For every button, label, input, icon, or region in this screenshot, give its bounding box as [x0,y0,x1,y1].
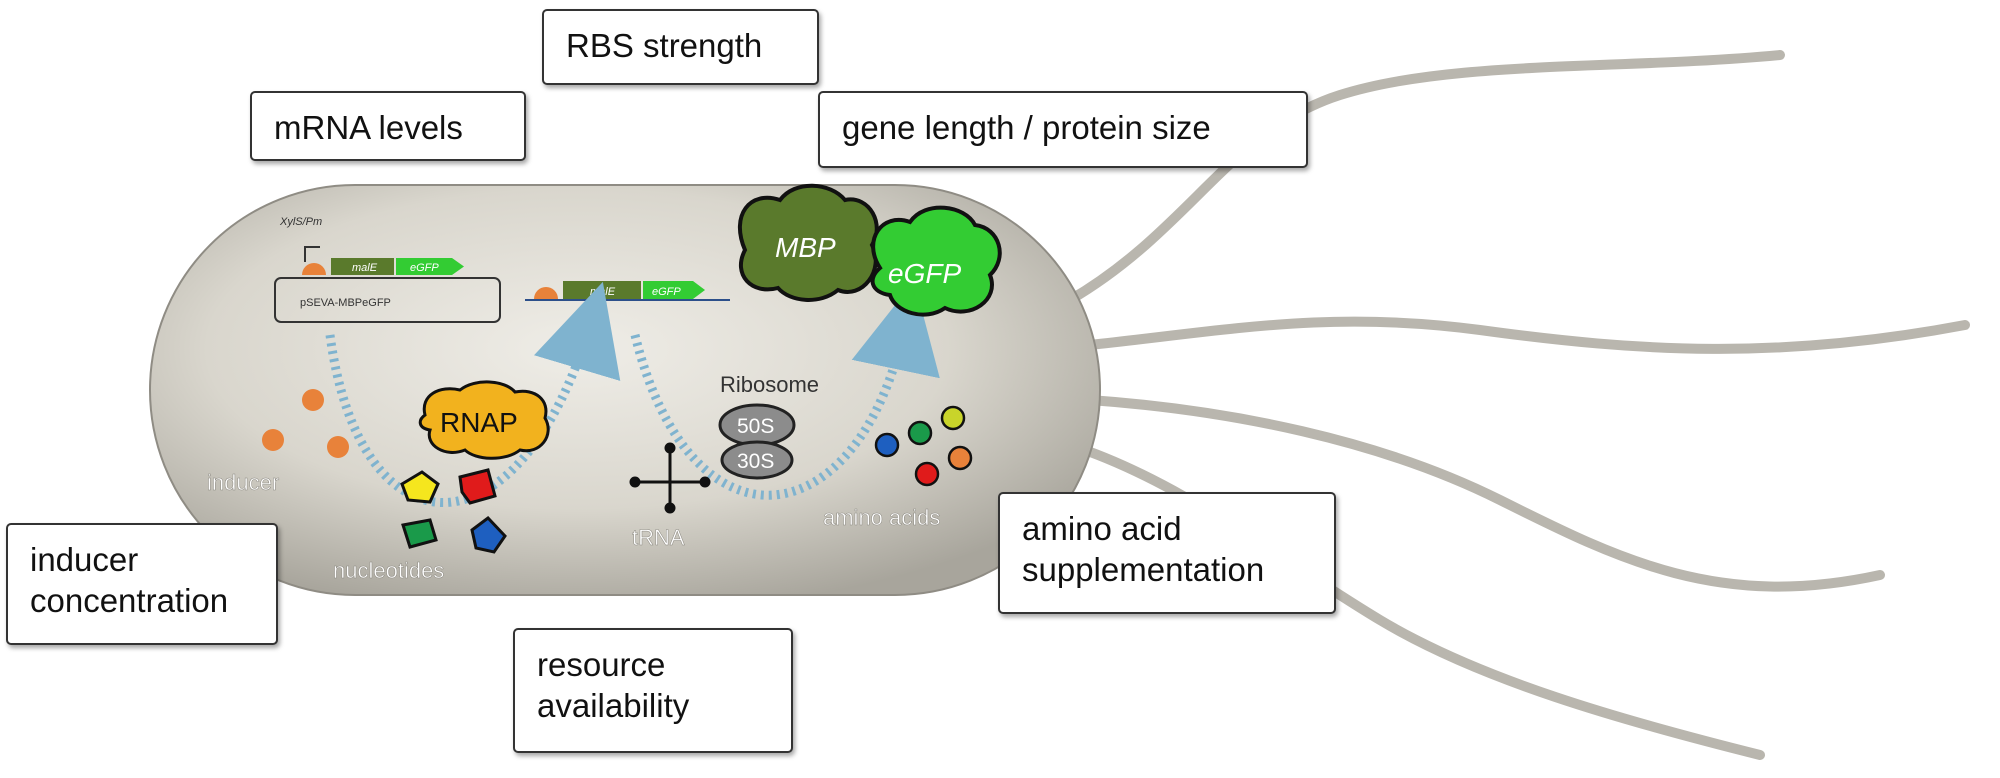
inducer-dot-2 [262,429,284,451]
callout-gene-length: gene length / protein size [818,91,1308,168]
ribosome-30s-label: 30S [737,450,774,473]
plasmid-gene-male [331,258,394,275]
callout-inducer-concentration: inducer concentration [6,523,278,645]
callout-mrna-levels-text: mRNA levels [274,109,463,146]
amino-acid-orange [947,445,973,471]
callout-amino-acid-supplementation: amino acid supplementation [998,492,1336,614]
callout-amino-line-2: supplementation [1022,551,1265,588]
rnap-label: RNAP [440,407,518,438]
amino-acid-red [914,461,940,487]
callout-inducer-line-2: concentration [30,582,229,619]
nucleotides-label: nucleotides [333,558,444,583]
callout-amino-line-1: amino acid [1022,510,1182,547]
plasmid-gene-egfp-label: eGFP [410,262,439,274]
trna-icon [629,442,711,514]
amino-acids-group [874,405,973,487]
promoter-shape [302,263,326,275]
callout-gene-length-text: gene length / protein size [842,109,1211,146]
plasmid-backbone [274,277,501,323]
callout-resource-availability: resource availability [513,628,793,753]
nucleotide-yellow [400,470,440,504]
inducer-label: inducer [207,470,279,495]
amino-acid-green [907,420,933,446]
nucleotide-green [401,518,438,549]
egfp-protein [870,205,1002,317]
mrna-gene-egfp [643,281,705,299]
mbp-label: MBP [775,232,836,263]
callout-inducer-line-1: inducer [30,541,139,578]
callout-resource-line-2: availability [537,687,690,724]
ribosome-30s [720,440,794,480]
trna-label: tRNA [632,525,685,550]
amino-acid-blue [874,432,900,458]
amino-acid-yellowgreen [940,405,966,431]
amino-acids-label: amino acids [823,505,940,530]
flagellum-1 [1065,50,1785,305]
inducer-group [262,389,349,458]
callout-resource-line-1: resource [537,646,666,683]
rnap-shape [418,380,550,460]
nucleotide-blue [470,515,507,554]
flagellum-3 [1085,395,1885,592]
promoter-label: XylS/Pm [279,216,322,228]
ribosome-50s-label: 50S [737,415,774,438]
flagellum-2 [1085,316,1970,354]
plasmid-gene-egfp [396,258,464,275]
mrna-gene-egfp-label: eGFP [652,286,681,298]
egfp-label: eGFP [888,258,961,289]
inducer-dot-1 [302,389,324,411]
callout-rbs-strength-text: RBS strength [566,27,763,64]
plasmid-name: pSEVA-MBPeGFP [300,297,391,309]
ribosome-label: Ribosome [720,372,819,397]
mrna-gene-male-label: malE [590,286,616,298]
plasmid: XylS/Pm malE eGFP pSEVA-MBPeGFP [274,216,501,323]
nucleotides-group [400,468,507,554]
callout-mrna-levels: mRNA levels [250,91,526,161]
nucleotide-red [458,468,497,505]
inducer-dot-3 [327,436,349,458]
callout-rbs-strength: RBS strength [542,9,819,85]
plasmid-gene-male-label: malE [352,262,378,274]
promoter-arrow [304,246,320,262]
